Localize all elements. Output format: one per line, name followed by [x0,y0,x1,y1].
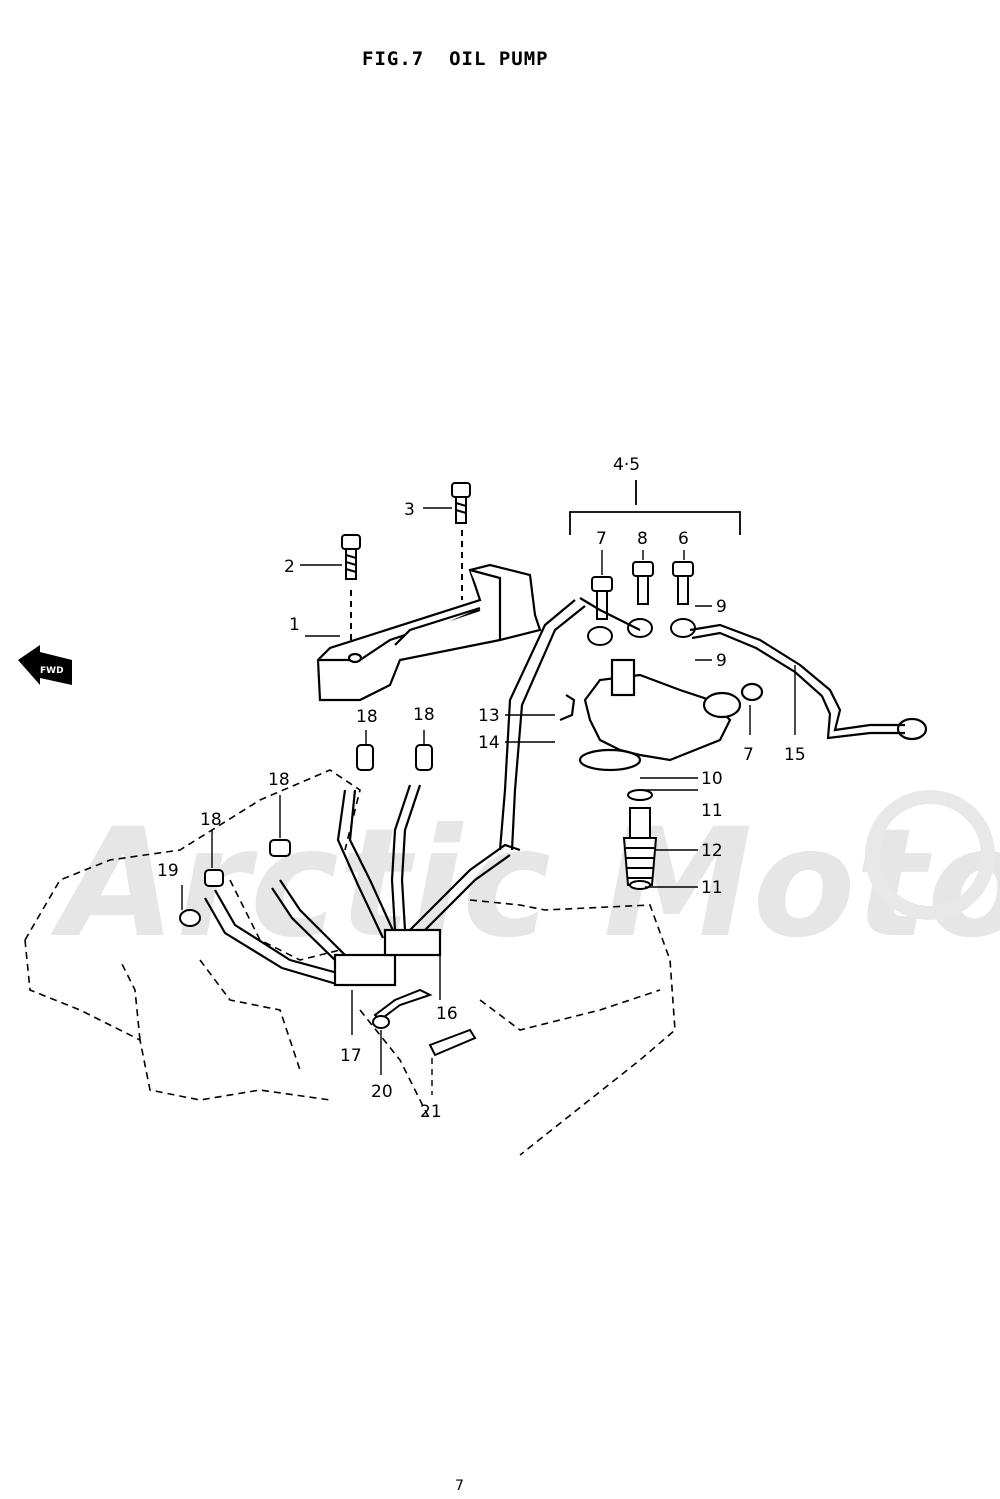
callout-21: 21 [420,1102,442,1122]
figure-title: FIG.7 OIL PUMP [362,48,549,70]
engine-outline [24,769,676,1156]
outlet-pipe [498,597,928,851]
callout-8: 8 [637,529,648,549]
callout-9-bottom: 9 [716,651,727,671]
callout-18-d: 18 [200,810,222,830]
page-number: 7 [455,1478,464,1494]
oil-pump [559,658,764,772]
callout-16: 16 [436,1004,458,1024]
watermark-wheel [865,790,995,920]
callout-17: 17 [340,1046,362,1066]
callout-7-bottom: 7 [743,745,754,765]
callout-20: 20 [371,1082,393,1102]
fwd-label: FWD [40,666,64,676]
callout-12: 12 [701,841,723,861]
callout-7-top: 7 [596,529,607,549]
oil-hoses [204,784,521,987]
callout-3: 3 [404,500,415,520]
oil-tank [316,563,542,702]
callout-13: 13 [478,706,500,726]
callout-19: 19 [157,861,179,881]
assembly-bracket [569,480,741,535]
banjo-bolts [587,561,696,646]
label-assembly: 4·5 [613,455,640,475]
callout-1: 1 [289,615,300,635]
hose-end-bolts [179,744,433,927]
callout-11-top: 11 [701,801,723,821]
callout-18-b: 18 [413,705,435,725]
leader-lines [181,507,796,1095]
callout-labels: 4·5 1 2 3 6 7 8 9 9 13 14 7 15 10 11 12 … [157,455,806,1122]
callout-10: 10 [701,769,723,789]
callout-11-bottom: 11 [701,878,723,898]
bolt-2 [341,534,361,640]
clamp-and-clip [372,988,477,1057]
callout-18-c: 18 [268,770,290,790]
callout-15: 15 [784,745,806,765]
callout-18-a: 18 [356,707,378,727]
callout-6: 6 [678,529,689,549]
fwd-arrow-icon: FWD [18,645,72,685]
watermark-text: Arctic Moto [50,797,1000,971]
bolt-3 [451,482,471,600]
callout-14: 14 [478,733,500,753]
callout-2: 2 [284,557,295,577]
callout-9-top: 9 [716,597,727,617]
watermark: Arctic Moto [50,790,1000,971]
